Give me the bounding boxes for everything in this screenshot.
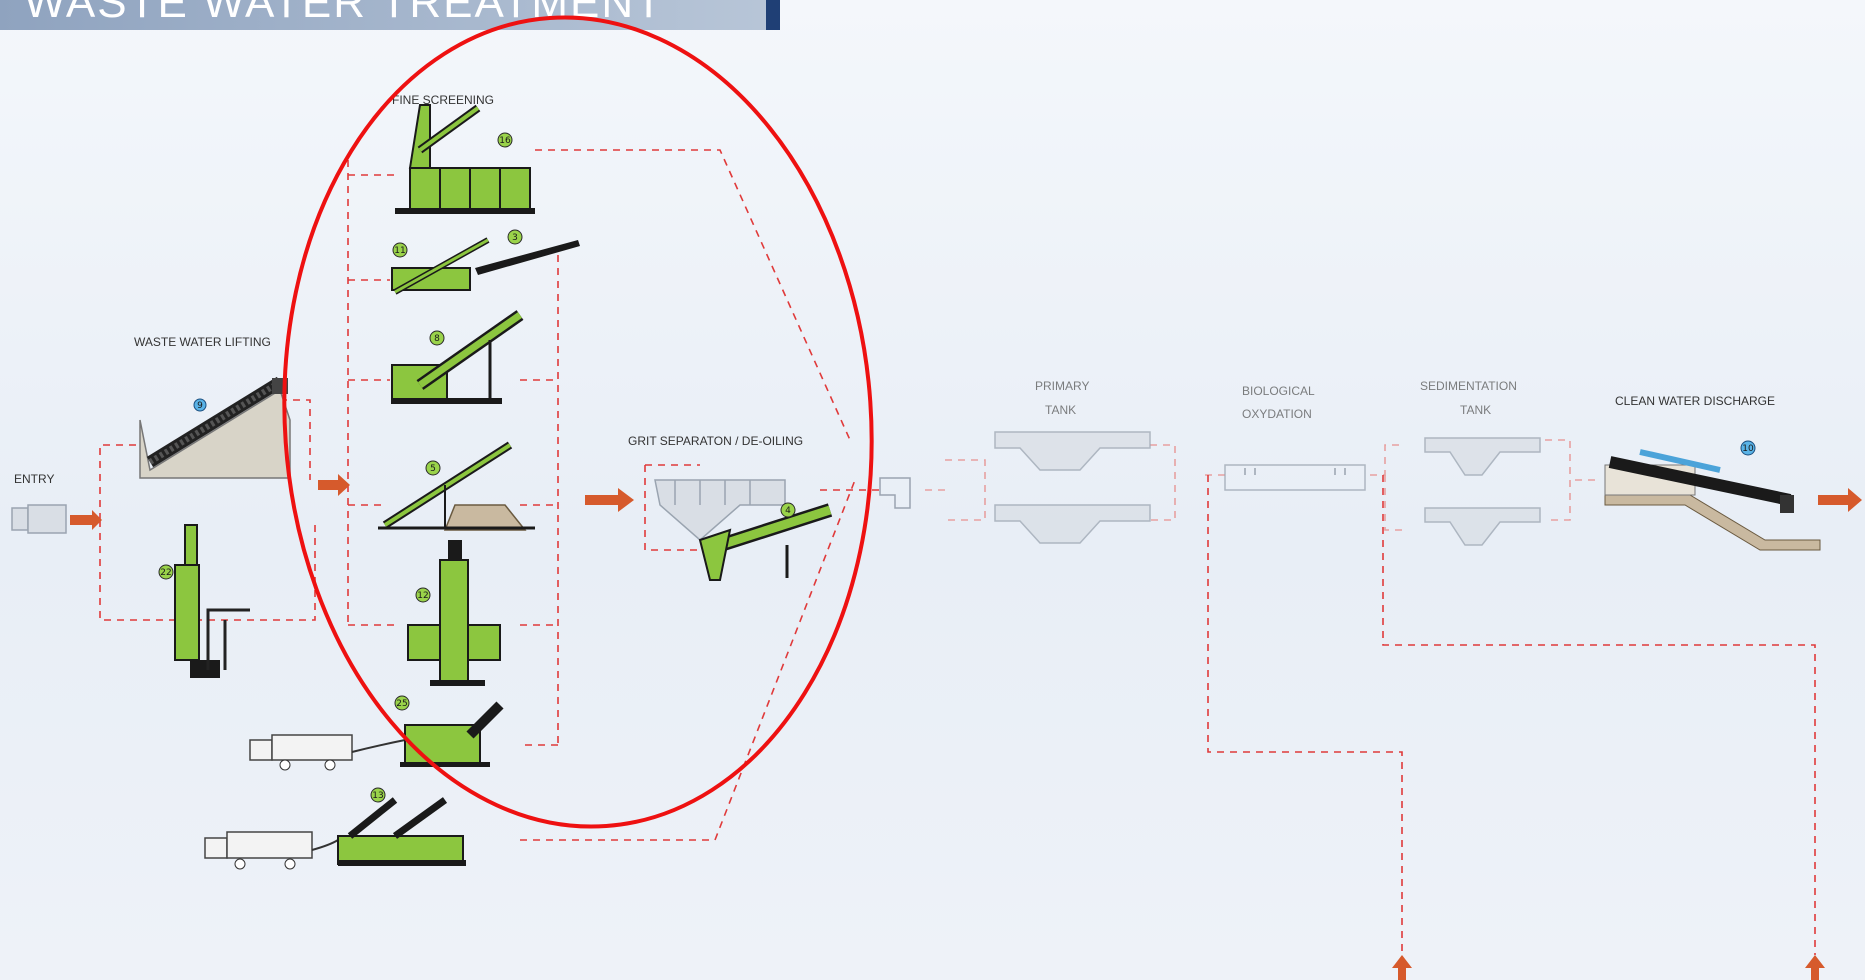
fine-screening-label: FINE SCREENING [392, 93, 494, 107]
header-bar: WASTE WATER TREATMENT [0, 0, 780, 30]
truck-25-machine: 25 [249, 695, 504, 771]
compactor-12-machine: 12 [407, 540, 501, 686]
biological-label-2: OXYDATION [1242, 407, 1312, 421]
flow-arrows [70, 474, 1862, 980]
truck-13-badge: 13 [372, 791, 383, 801]
drum-screen-machine: 16 [395, 104, 535, 214]
entry-unit: ENTRY [11, 472, 67, 534]
entry-label: ENTRY [14, 472, 54, 486]
lifting-arrow-icon [318, 474, 350, 496]
primary-tank-label-1: PRIMARY [1035, 379, 1089, 393]
screen-25-badge: 25 [396, 699, 407, 709]
screen-5-badge: 5 [430, 464, 436, 474]
discharge-arrow-icon [1818, 488, 1862, 512]
truck-13-machine: 13 [204, 787, 466, 870]
screen-3-badge: 3 [512, 233, 518, 243]
screw-5-machine: 5 [378, 441, 535, 531]
biological-label-1: BIOLOGICAL [1242, 384, 1315, 398]
lifting-pump-badge: 22 [160, 568, 171, 578]
primary-tank: PRIMARY TANK [994, 379, 1151, 544]
sedimentation-label-2: TANK [1460, 403, 1491, 417]
primary-tank-label-2: TANK [1045, 403, 1076, 417]
screen-11-badge: 11 [394, 246, 405, 256]
entry-arrow-icon [70, 510, 102, 530]
grit-separation-label: GRIT SEPARATON / DE-OILING [628, 434, 803, 448]
flow-lines-faded [925, 439, 1816, 955]
waste-water-lifting: WASTE WATER LIFTING 9 22 [134, 335, 291, 678]
sedimentation-tank: SEDIMENTATION TANK [1420, 379, 1541, 546]
grit-4-badge: 4 [785, 506, 791, 516]
flow-lines [99, 149, 880, 841]
sedimentation-label-1: SEDIMENTATION [1420, 379, 1517, 393]
lifting-label: WASTE WATER LIFTING [134, 335, 271, 349]
screen-8-badge: 8 [434, 334, 440, 344]
header-accent [766, 0, 780, 30]
page-title: WASTE WATER TREATMENT [24, 0, 665, 27]
screen-16-badge: 16 [499, 136, 511, 146]
grit-separation: GRIT SEPARATON / DE-OILING 4 [628, 434, 911, 581]
biological-oxydation: BIOLOGICAL OXYDATION [1224, 384, 1366, 491]
screw-8-machine: 8 [391, 310, 524, 404]
discharge-10-badge: 10 [1742, 444, 1754, 454]
screen-12-badge: 12 [417, 591, 428, 601]
lifting-screw-badge: 9 [197, 401, 203, 411]
fine-screening: FINE SCREENING 16 11 3 [249, 93, 580, 771]
return-arrow-right-icon [1805, 955, 1825, 980]
clean-water-discharge: CLEAN WATER DISCHARGE 10 [1604, 394, 1821, 551]
return-arrow-left-icon [1392, 955, 1412, 980]
highlight-circle [282, 15, 874, 829]
screen-11-3-machine: 11 3 [391, 229, 580, 295]
grit-arrow-icon [585, 488, 634, 512]
clean-water-label: CLEAN WATER DISCHARGE [1615, 394, 1775, 408]
